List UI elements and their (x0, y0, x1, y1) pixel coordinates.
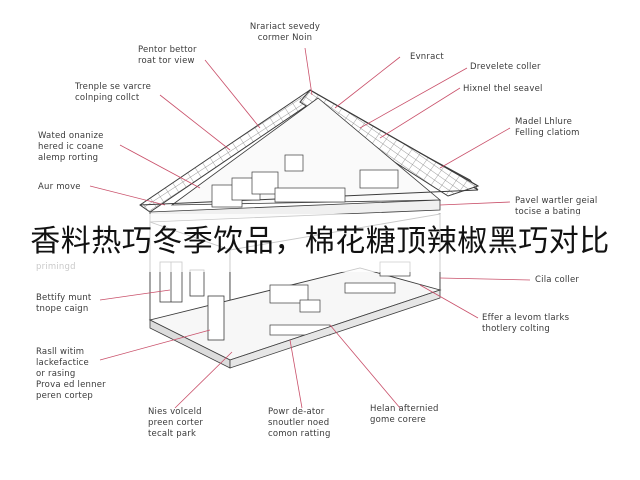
callout-top-center: Nrariact sevedy cormer Noin (249, 22, 321, 43)
callout-tremple: Trenple se varcre colnping collct (75, 82, 152, 103)
callout-cila: Cila coller (535, 275, 580, 285)
callout-madel: Madel Lhlure Felling clatiom (515, 117, 580, 138)
leader-lines (89, 47, 531, 409)
callout-hixnel: Hixnel thel seavel (463, 84, 543, 94)
callout-pavel: Pavel wartler geial tocise a bating (515, 196, 598, 217)
callout-pentor: Pentor bettor roat tor view (138, 45, 197, 66)
callout-effer: Effer a levom tlarks thotlery colting (482, 313, 570, 334)
callout-helan: Helan afternied gome corere (370, 404, 439, 425)
callout-aur: Aur move (38, 182, 81, 192)
callout-drevelete: Drevelete coller (470, 62, 541, 72)
callout-evnract: Evnract (410, 52, 444, 62)
callout-powr: Powr de-ator snoutler noed comon ratting (268, 407, 331, 439)
left-wall-windows (159, 261, 225, 341)
callout-wated: Wated onanize hered ic coane alemp rorti… (38, 131, 104, 163)
callout-bettify: Bettify munt tnope caign (36, 293, 92, 314)
attic-furniture (211, 154, 399, 208)
headline: 香料热巧冬季饮品，棉花糖顶辣椒黑巧对比 (30, 224, 610, 259)
headline-backdrop (0, 214, 640, 272)
callout-rasll: Rasll witim lackefactice or rasing Prova… (36, 347, 106, 401)
foundation-right (229, 289, 441, 369)
callout-nies: Nies volceld preen corter tecalt park (148, 407, 204, 439)
